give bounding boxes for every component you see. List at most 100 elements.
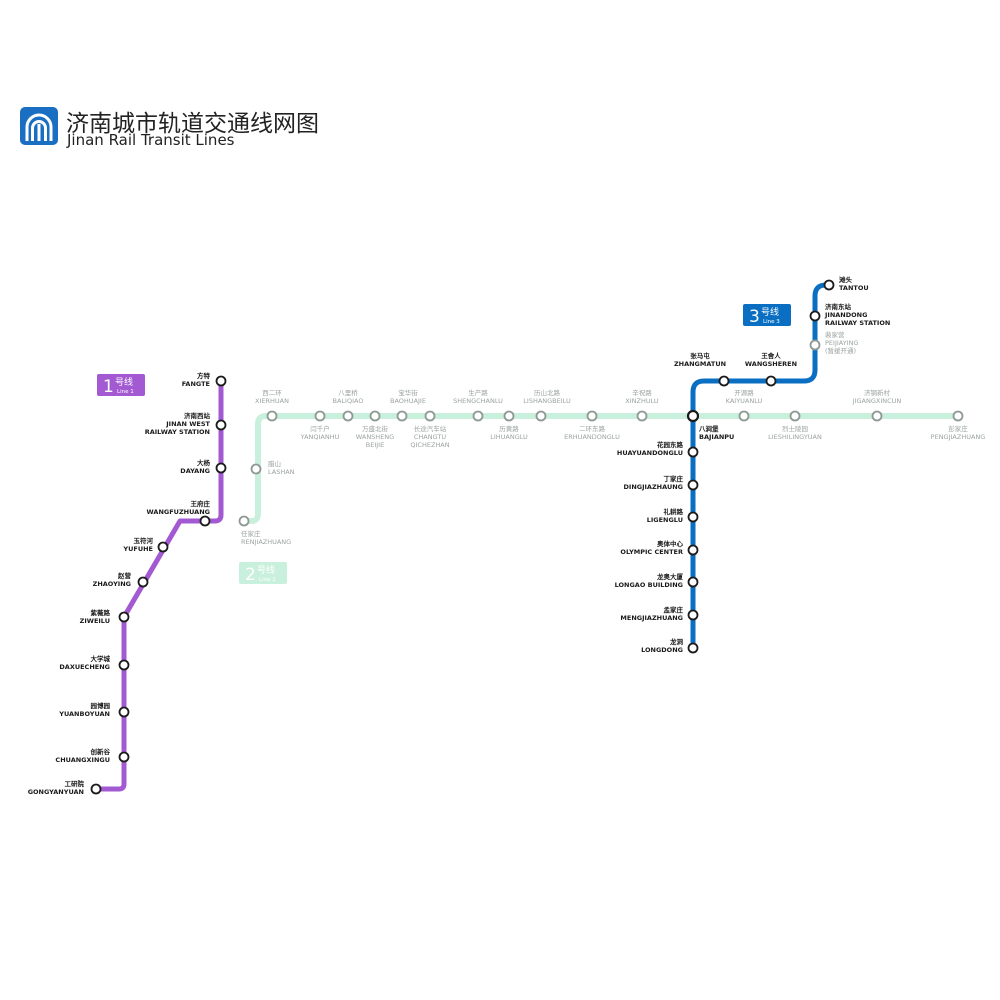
map-title-en: Jinan Rail Transit Lines [67, 131, 235, 149]
station-name-zh: 烈士陵园 [782, 424, 808, 433]
station-marker[interactable] [586, 410, 598, 422]
station-marker[interactable] [738, 410, 750, 422]
station-marker[interactable] [314, 410, 326, 422]
station-marker[interactable] [396, 410, 408, 422]
station-marker[interactable] [687, 609, 699, 621]
station-name-zh: 宝华街 [398, 388, 418, 397]
station-marker[interactable] [809, 339, 821, 351]
station-marker[interactable] [789, 410, 801, 422]
station-name-en: LIESHILINGYUAN [768, 433, 822, 441]
station-marker[interactable] [215, 419, 227, 431]
station-marker[interactable] [823, 279, 835, 291]
station-marker[interactable] [535, 410, 547, 422]
station-marker[interactable] [687, 479, 699, 491]
station-name-zh: 长途汽车站 [414, 424, 447, 433]
station-marker[interactable] [215, 462, 227, 474]
station-marker[interactable] [250, 463, 262, 475]
station-marker[interactable] [118, 751, 130, 763]
line1-badge-en: Line 1 [117, 389, 134, 395]
station-name-zh: 紫薇路 [91, 608, 111, 617]
station-marker[interactable] [871, 410, 883, 422]
station-marker[interactable] [765, 375, 777, 387]
station-name-en: LASHAN [268, 468, 295, 476]
station-marker[interactable] [266, 410, 278, 422]
station-marker[interactable] [687, 544, 699, 556]
station-marker[interactable] [342, 410, 354, 422]
station-marker[interactable] [718, 375, 730, 387]
station-marker[interactable] [636, 410, 648, 422]
station-marker[interactable] [687, 642, 699, 654]
station-marker[interactable] [952, 410, 964, 422]
station-marker[interactable] [369, 410, 381, 422]
station-marker[interactable] [118, 706, 130, 718]
station-marker[interactable] [424, 410, 436, 422]
station-name-en: JINAN WEST [165, 420, 210, 428]
station-marker[interactable] [472, 410, 484, 422]
station-name-zh: 园博园 [91, 701, 111, 710]
station-marker[interactable] [215, 375, 227, 387]
station-marker[interactable] [137, 576, 149, 588]
station-marker[interactable] [118, 659, 130, 671]
station-name-en: KAIYUANLU [726, 397, 763, 405]
station-name-zh: 西二环 [262, 389, 282, 397]
station-marker[interactable] [503, 410, 515, 422]
station-name-zh: 赵营 [117, 571, 132, 580]
station-marker[interactable] [687, 446, 699, 458]
station-marker[interactable] [118, 611, 130, 623]
station-marker[interactable] [90, 783, 102, 795]
station-name-zh: 彭家庄 [948, 424, 968, 433]
station-marker[interactable] [199, 515, 211, 527]
station-marker[interactable] [238, 515, 250, 527]
station-marker[interactable] [687, 511, 699, 523]
station-marker[interactable] [809, 310, 821, 322]
station-name-en: WANSHENG [356, 433, 394, 441]
station-name-en: YANQIANHU [300, 433, 340, 441]
station-marker[interactable] [687, 576, 699, 588]
station-name-zh: 礼耕路 [664, 507, 684, 516]
station-marker[interactable] [686, 409, 700, 423]
station-marker[interactable] [157, 541, 169, 553]
